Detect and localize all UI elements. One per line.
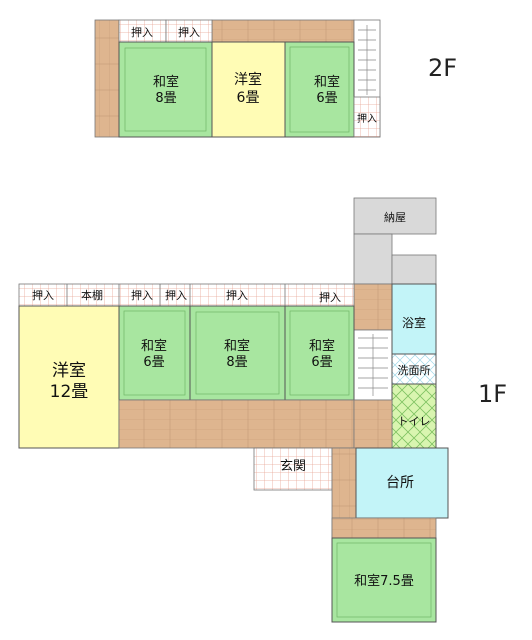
2f-washitsu-6-name: 和室 bbox=[314, 74, 340, 90]
1f-washitsu-6a bbox=[118, 305, 191, 401]
2f-youshitsu-6-name: 洋室 bbox=[234, 71, 262, 88]
1f-genkan-tile bbox=[253, 447, 333, 491]
1f-washitsu-6b bbox=[284, 305, 355, 401]
2f-stairs-icon bbox=[358, 25, 376, 95]
1f-kitchen-floor bbox=[331, 517, 437, 539]
1f-daidokoro bbox=[355, 447, 449, 519]
1f-washitsu-75-label: 和室7.5畳 bbox=[354, 573, 414, 589]
1f-daidokoro-label: 台所 bbox=[386, 475, 414, 491]
1f-naya bbox=[353, 197, 437, 235]
1f-washitsu-8 bbox=[189, 305, 286, 401]
1f-storage-left bbox=[353, 233, 393, 285]
1f-hondana-label: 本棚 bbox=[81, 288, 103, 302]
2f-youshitsu-6 bbox=[211, 41, 286, 138]
1f-washitsu-6b-size: 6畳 bbox=[311, 355, 332, 370]
2f-oshiire-3 bbox=[353, 96, 381, 138]
2f-washitsu-8-size: 8畳 bbox=[155, 91, 176, 106]
1f-washitsu-6b-name: 和室 bbox=[309, 338, 335, 354]
1f-washitsu-6a-name: 和室 bbox=[141, 338, 167, 354]
1f-corridor-right bbox=[353, 283, 393, 331]
1f-oshiire-2-label: 押入 bbox=[131, 288, 153, 302]
1f-toilet-label: トイレ bbox=[398, 415, 431, 428]
1f-toilet bbox=[391, 383, 437, 449]
1f-corridor-lower bbox=[353, 399, 393, 449]
1f-storage-right bbox=[391, 254, 437, 285]
1f-genkan-label: 玄関 bbox=[280, 459, 306, 474]
2f-youshitsu-6-size: 6畳 bbox=[237, 90, 260, 106]
2f-washitsu-8-name: 和室 bbox=[153, 74, 179, 90]
2f-oshiire-2-label: 押入 bbox=[178, 25, 200, 39]
1f-corridor-main bbox=[118, 399, 355, 449]
1f-washitsu-6a-size: 6畳 bbox=[143, 355, 164, 370]
floor-label-2f: 2F bbox=[428, 54, 458, 82]
1f-stairs-icon bbox=[358, 334, 388, 396]
1f-youshitsu-12-size: 12畳 bbox=[50, 382, 89, 402]
1f-washitsu-8-name: 和室 bbox=[224, 338, 250, 354]
1f-washitsu-8-size: 8畳 bbox=[226, 355, 247, 370]
1f-naya-label: 納屋 bbox=[384, 211, 406, 224]
floor-label-1f: 1F bbox=[478, 380, 508, 408]
2f-washitsu-6-size: 6畳 bbox=[316, 91, 337, 106]
1f-oshiire-3-label: 押入 bbox=[165, 288, 187, 302]
2f-washitsu-6 bbox=[284, 41, 355, 138]
first-floor: 納屋 押入 本棚 押入 押入 押入 押入 洋室 12畳 和室 6畳 和室 bbox=[18, 197, 449, 623]
2f-oshiire-3-label: 押入 bbox=[357, 112, 377, 125]
2f-oshiire-1-label: 押入 bbox=[131, 25, 153, 39]
2f-corridor-top bbox=[211, 19, 355, 43]
1f-oshiire-4-label: 押入 bbox=[226, 288, 248, 302]
1f-oshiire-1-label: 押入 bbox=[32, 288, 54, 302]
1f-oshiire-5-label: 押入 bbox=[319, 290, 341, 304]
1f-senmenjo-label: 洗面所 bbox=[398, 364, 431, 377]
second-floor: 押入 押入 和室 8畳 洋室 6畳 和室 6畳 押入 bbox=[94, 19, 381, 138]
2f-corridor-left bbox=[94, 19, 120, 138]
1f-youshitsu-12 bbox=[18, 305, 120, 449]
1f-washitsu-75 bbox=[331, 537, 437, 623]
1f-youshitsu-12-name: 洋室 bbox=[52, 361, 86, 381]
1f-yokushitsu-label: 浴室 bbox=[402, 315, 426, 330]
